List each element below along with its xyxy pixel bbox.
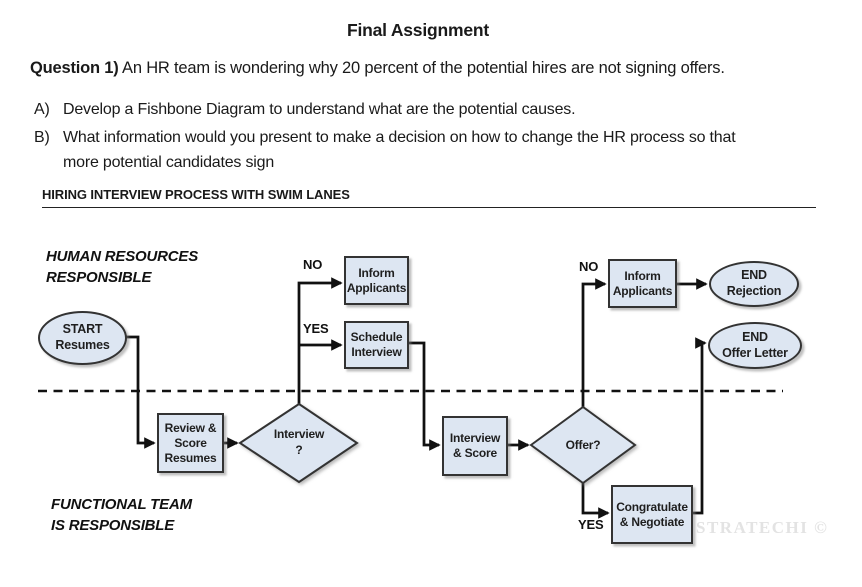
node-interview-decision-label: Interview ? [273,427,325,457]
node-interview-decision-shape [238,402,359,484]
item-letter: B) [34,128,50,146]
lane-label-hr: HUMAN RESOURCES RESPONSIBLE [46,248,199,287]
lane-label-functional: FUNCTIONAL TEAM IS RESPONSIBLE [51,496,192,535]
edge-offer-no-to-inform [581,278,607,407]
node-end-offer-letter: END Offer Letter [708,322,802,369]
question-text: An HR team is wondering why 20 percent o… [118,59,725,77]
node-inform-applicants-offer: Inform Applicants [608,259,677,308]
edge-congratulate-to-end-offer [692,337,707,515]
item-text: Develop a Fishbone Diagram to understand… [63,101,576,118]
item-text: What information would you present to ma… [63,128,736,171]
edge-label-offer-no: NO [579,259,599,274]
node-end-rejection: END Rejection [709,261,799,307]
watermark: STRATECHI © [696,518,829,537]
question-label: Question 1) [30,59,119,77]
edge-label-interview-yes: YES [303,321,329,336]
question-line: Question 1) An HR team is wondering why … [30,59,845,78]
heading-rule [42,207,816,208]
edge-schedule-to-interview-score [409,341,441,451]
node-schedule-interview: Schedule Interview [344,321,409,369]
list-item-b: B) What information would you present to… [34,126,834,176]
edge-label-offer-yes: YES [578,517,604,532]
diagram-heading: HIRING INTERVIEW PROCESS WITH SWIM LANES [42,187,350,202]
edge-start-to-review [124,335,156,449]
node-start: START Resumes [38,311,127,365]
edge-interview-no-to-inform [297,277,343,404]
node-interview-and-score: Interview & Score [442,416,508,476]
page-title: Final Assignment [346,20,489,40]
list-item-a: A) Develop a Fishbone Diagram to underst… [34,98,834,123]
node-congratulate-negotiate: Congratulate & Negotiate [611,485,693,544]
node-offer-decision-label: Offer? [565,438,601,452]
node-inform-applicants-interview: Inform Applicants [344,256,409,305]
node-review-score-resumes: Review & Score Resumes [157,413,224,473]
edge-label-interview-no: NO [303,257,323,272]
node-offer-decision-shape [529,405,637,485]
question-items: A) Develop a Fishbone Diagram to underst… [34,98,834,178]
item-letter: A) [34,101,50,118]
edge-offer-yes-to-congratulate [581,483,610,519]
